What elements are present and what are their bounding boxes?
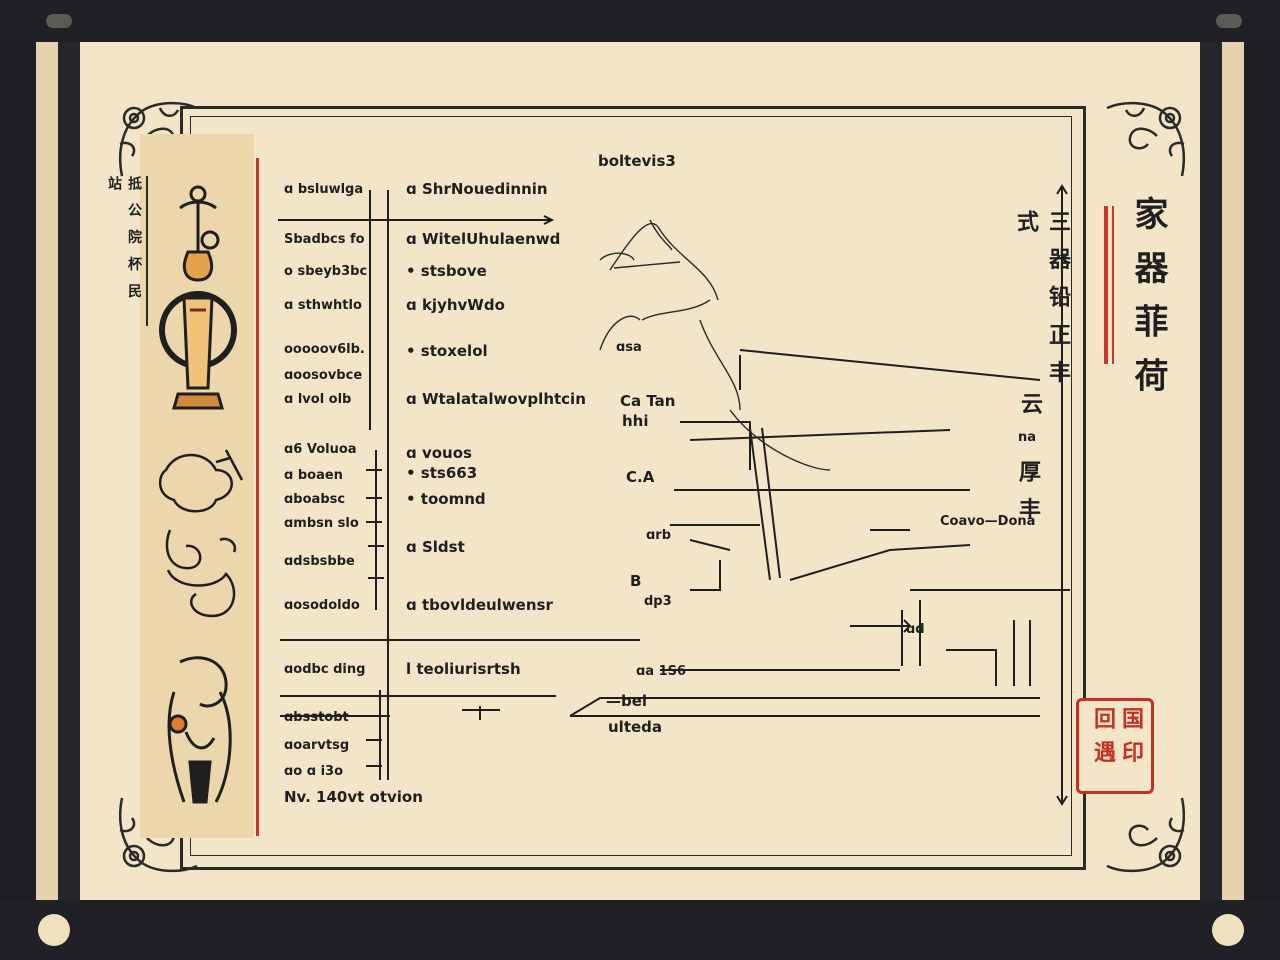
scroll-bottom-rail bbox=[0, 900, 1280, 960]
right-red-rule bbox=[1112, 206, 1114, 364]
chart-title: boltevis3 bbox=[598, 152, 676, 170]
diagram-label: Ca Tan bbox=[620, 392, 676, 410]
list-item: • toomnd bbox=[406, 490, 486, 508]
list-item: l teoliurisrtsh bbox=[406, 660, 521, 678]
list-item: Sbadbcs fo bbox=[284, 232, 365, 247]
diagram-label: ɑa 1S6 bbox=[636, 664, 687, 679]
scroll-top-rail bbox=[0, 0, 1280, 42]
scroll-paper bbox=[80, 42, 1200, 900]
list-item: ɑ ShrNouedinnin bbox=[406, 180, 548, 198]
list-item: ɑ Sldst bbox=[406, 538, 465, 556]
diagram-label: B bbox=[630, 572, 642, 590]
list-item: ɑdsbsbbe bbox=[284, 554, 355, 569]
right-pole bbox=[1200, 42, 1222, 900]
list-item: Nv. 140vt otvion bbox=[284, 788, 423, 806]
list-item: ɑ Wtalatalwovplhtcin bbox=[406, 390, 586, 408]
diagram-label: ɑd bbox=[906, 622, 925, 637]
left-red-rule bbox=[256, 158, 259, 836]
diagram-label: hhi bbox=[622, 412, 649, 430]
list-item: ooooov6lb. bbox=[284, 342, 365, 357]
list-item: ɑboabsc bbox=[284, 492, 346, 507]
list-item: ɑodbc ding bbox=[284, 662, 366, 677]
right-lower-label: 厚 丰 bbox=[1015, 460, 1041, 524]
top-left-knob bbox=[46, 14, 72, 28]
figure-sage-icon bbox=[167, 656, 232, 804]
figure-cloud-icon bbox=[159, 449, 244, 618]
bottom-left-knob bbox=[38, 914, 70, 946]
left-vertical-label: 抵 公 院 杯 民 站 bbox=[104, 176, 148, 326]
list-item: ɑ tbovldeulwensr bbox=[406, 596, 553, 614]
list-item: ɑ sthwhtlo bbox=[284, 298, 362, 313]
diagram-label: Coavo—Dona bbox=[940, 514, 1036, 529]
diagram-label: dp3 bbox=[644, 594, 672, 609]
right-red-rule bbox=[1104, 206, 1108, 364]
list-item: ɑ vouos bbox=[406, 444, 472, 462]
left-edge-strip bbox=[36, 42, 58, 900]
list-item: ɑ WitelUhulaenwd bbox=[406, 230, 561, 248]
list-item: • stoxelol bbox=[406, 342, 488, 360]
right-vertical-arrow bbox=[1056, 184, 1068, 806]
list-item: o sbeyb3bc bbox=[284, 264, 368, 279]
list-item: ɑ kjyhvWdo bbox=[406, 296, 505, 314]
list-item: ɑoarvtsg bbox=[284, 738, 350, 753]
list-item: ɑo ɑ i3o bbox=[284, 764, 344, 779]
list-item: ɑosodoldo bbox=[284, 598, 360, 613]
diagram-label: C.A bbox=[626, 468, 655, 486]
left-pole bbox=[58, 42, 80, 900]
red-seal: 国 印 回 遇 bbox=[1076, 698, 1154, 794]
list-item: ɑmbsn slo bbox=[284, 516, 359, 531]
list-item: ɑbsstobt bbox=[284, 710, 349, 725]
corner-ornament-icon bbox=[1106, 101, 1186, 177]
diagram-label: ɑsa bbox=[616, 340, 642, 355]
diagram-lines bbox=[278, 190, 1070, 780]
corner-ornament-icon bbox=[1106, 797, 1186, 873]
diagram-label: ɑrb bbox=[646, 528, 672, 543]
list-item: ɑ lvol olb bbox=[284, 392, 352, 407]
right-mid-label: 三 器 铅 正 丰 式 bbox=[1013, 210, 1071, 387]
seal-text: 国 印 回 遇 bbox=[1090, 707, 1144, 765]
diagram-label: ulteda bbox=[608, 718, 663, 736]
corner-ornament-icon bbox=[118, 797, 198, 873]
right-small-label: na bbox=[1018, 430, 1037, 445]
list-item: ɑ6 Voluoa bbox=[284, 442, 357, 457]
list-item: • stsbove bbox=[406, 262, 487, 280]
right-mid-label-2: 云 bbox=[1017, 392, 1043, 418]
bottom-right-knob bbox=[1212, 914, 1244, 946]
list-item: • sts663 bbox=[406, 464, 478, 482]
top-right-knob bbox=[1216, 14, 1242, 28]
diagram-label: —bel bbox=[606, 692, 648, 710]
right-title: 家 器 菲 荷 bbox=[1128, 196, 1168, 396]
list-item: ɑ boaen bbox=[284, 468, 343, 483]
figure-statue-icon bbox=[159, 185, 237, 410]
list-item: ɑoosovbce bbox=[284, 368, 363, 383]
right-edge-strip bbox=[1222, 42, 1244, 900]
list-item: ɑ bsluwlga bbox=[284, 182, 364, 197]
